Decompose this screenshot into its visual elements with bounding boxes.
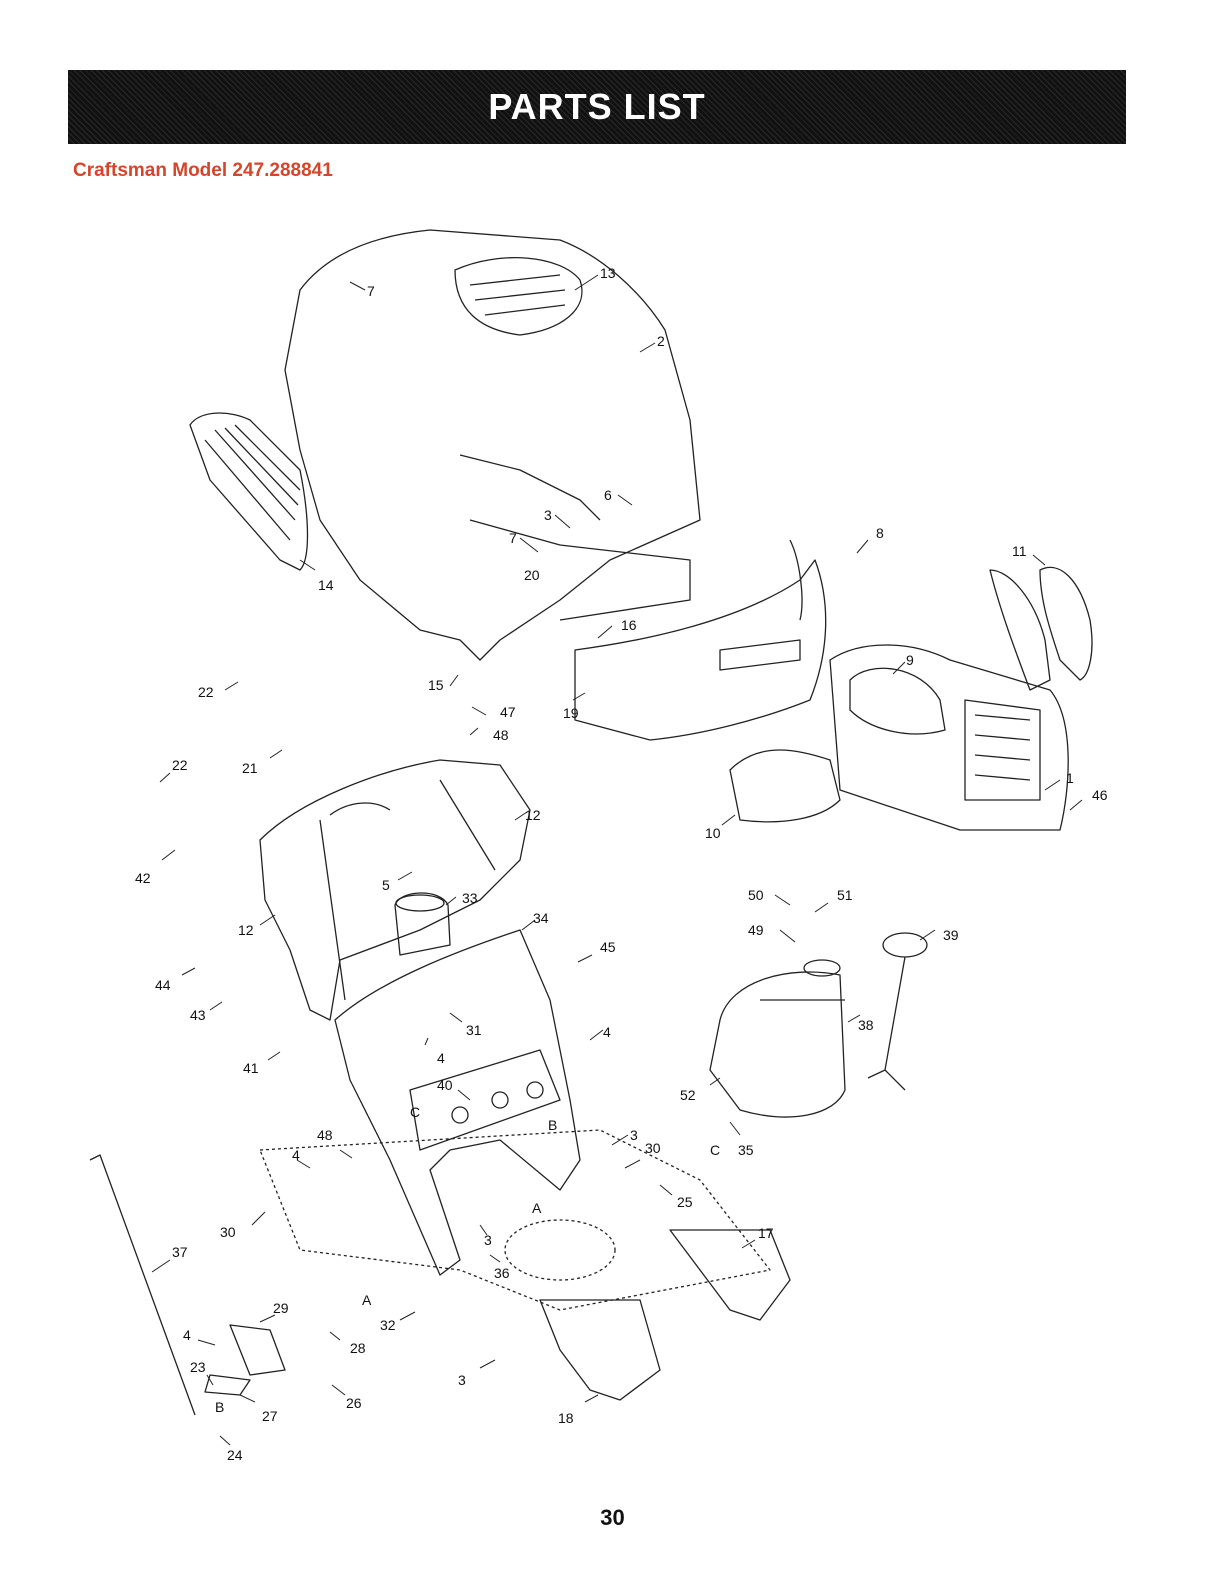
callout-label: 7 [509, 530, 517, 546]
callout-label: 7 [367, 283, 375, 299]
callout-label: 2 [657, 333, 665, 349]
callout-label: 1 [1066, 770, 1074, 786]
callout-label: 22 [198, 684, 214, 700]
callout-label: 3 [544, 507, 552, 523]
headlight-lens-drawing [990, 567, 1092, 690]
callout-label: 5 [382, 877, 390, 893]
callout-label: 3 [458, 1372, 466, 1388]
callout-label: 35 [738, 1142, 754, 1158]
callout-label: 13 [600, 265, 616, 281]
callout-label: 27 [262, 1408, 278, 1424]
callout-label: 30 [645, 1140, 661, 1156]
callout-label: B [215, 1399, 224, 1415]
callout-label: 42 [135, 870, 151, 886]
callout-label: 4 [183, 1327, 191, 1343]
callout-label: A [362, 1292, 372, 1308]
callout-label: 31 [466, 1022, 482, 1038]
callout-label: 19 [563, 705, 579, 721]
callout-label: 6 [604, 487, 612, 503]
rod-drawing [90, 1155, 195, 1415]
callout-label: 12 [525, 807, 541, 823]
callout-label: 4 [292, 1147, 300, 1163]
callout-label: C [410, 1104, 420, 1120]
callout-label: 26 [346, 1395, 362, 1411]
callout-label: 18 [558, 1410, 574, 1426]
callout-label: 32 [380, 1317, 396, 1333]
callout-label: 15 [428, 677, 444, 693]
dash-tower-drawing [335, 930, 580, 1275]
callout-label: 38 [858, 1017, 874, 1033]
small-bracket-drawing [205, 1325, 285, 1395]
callout-label: 4 [603, 1024, 611, 1040]
front-bumper-drawing [575, 540, 826, 740]
callout-label: 28 [350, 1340, 366, 1356]
callout-label: 44 [155, 977, 171, 993]
callout-label: 16 [621, 617, 637, 633]
callout-label: A [532, 1200, 542, 1216]
callout-label: 11 [1012, 543, 1027, 559]
callout-label: 34 [533, 910, 549, 926]
callout-label: 49 [748, 922, 764, 938]
callout-label: 22 [172, 757, 188, 773]
callout-label: 37 [172, 1244, 188, 1260]
frame-brackets-drawing [540, 1230, 790, 1400]
callout-label: 52 [680, 1087, 696, 1103]
callout-label: 25 [677, 1194, 693, 1210]
callout-label: 51 [837, 887, 853, 903]
callout-label: 23 [190, 1359, 206, 1375]
callout-label: 48 [317, 1127, 333, 1143]
fuel-tank-drawing [710, 960, 845, 1117]
callout-label: 39 [943, 927, 959, 943]
gas-cap-drawing [868, 933, 927, 1090]
side-grille-drawing [190, 413, 308, 570]
callout-label: 10 [705, 825, 721, 841]
callout-label: C [710, 1142, 720, 1158]
callout-label: 45 [600, 939, 616, 955]
callout-label: 46 [1092, 787, 1108, 803]
callout-label: 14 [318, 577, 334, 593]
leader-lines [152, 275, 1082, 1445]
hood-drawing [285, 230, 700, 660]
callout-labels: 13 2 7 6 3 7 20 14 16 8 11 9 19 22 21 15… [135, 265, 1108, 1463]
callout-label: 3 [484, 1232, 492, 1248]
callout-label: 30 [220, 1224, 236, 1240]
callout-label: 43 [190, 1007, 206, 1023]
callout-label: 33 [462, 890, 478, 906]
callout-label: 8 [876, 525, 884, 541]
steering-console-drawing [395, 893, 450, 955]
page-number: 30 [0, 1505, 1225, 1531]
frame-drawing [260, 1130, 770, 1310]
callout-label: 17 [758, 1225, 774, 1241]
callout-label: 20 [524, 567, 540, 583]
callout-label: 4 [437, 1050, 445, 1066]
callout-label: 12 [238, 922, 254, 938]
callout-label: 9 [906, 652, 914, 668]
lower-grille-drawing [730, 750, 840, 822]
callout-label: 24 [227, 1447, 243, 1463]
callout-label: 48 [493, 727, 509, 743]
callout-label: 47 [500, 704, 516, 720]
callout-label: 41 [243, 1060, 259, 1076]
callout-label: 29 [273, 1300, 289, 1316]
callout-label: 3 [630, 1127, 638, 1143]
callout-label: 40 [437, 1077, 453, 1093]
front-grille-drawing [830, 645, 1068, 830]
callout-label: B [548, 1117, 557, 1133]
callout-label: 50 [748, 887, 764, 903]
callout-label: 21 [242, 760, 258, 776]
callout-label: 36 [494, 1265, 510, 1281]
